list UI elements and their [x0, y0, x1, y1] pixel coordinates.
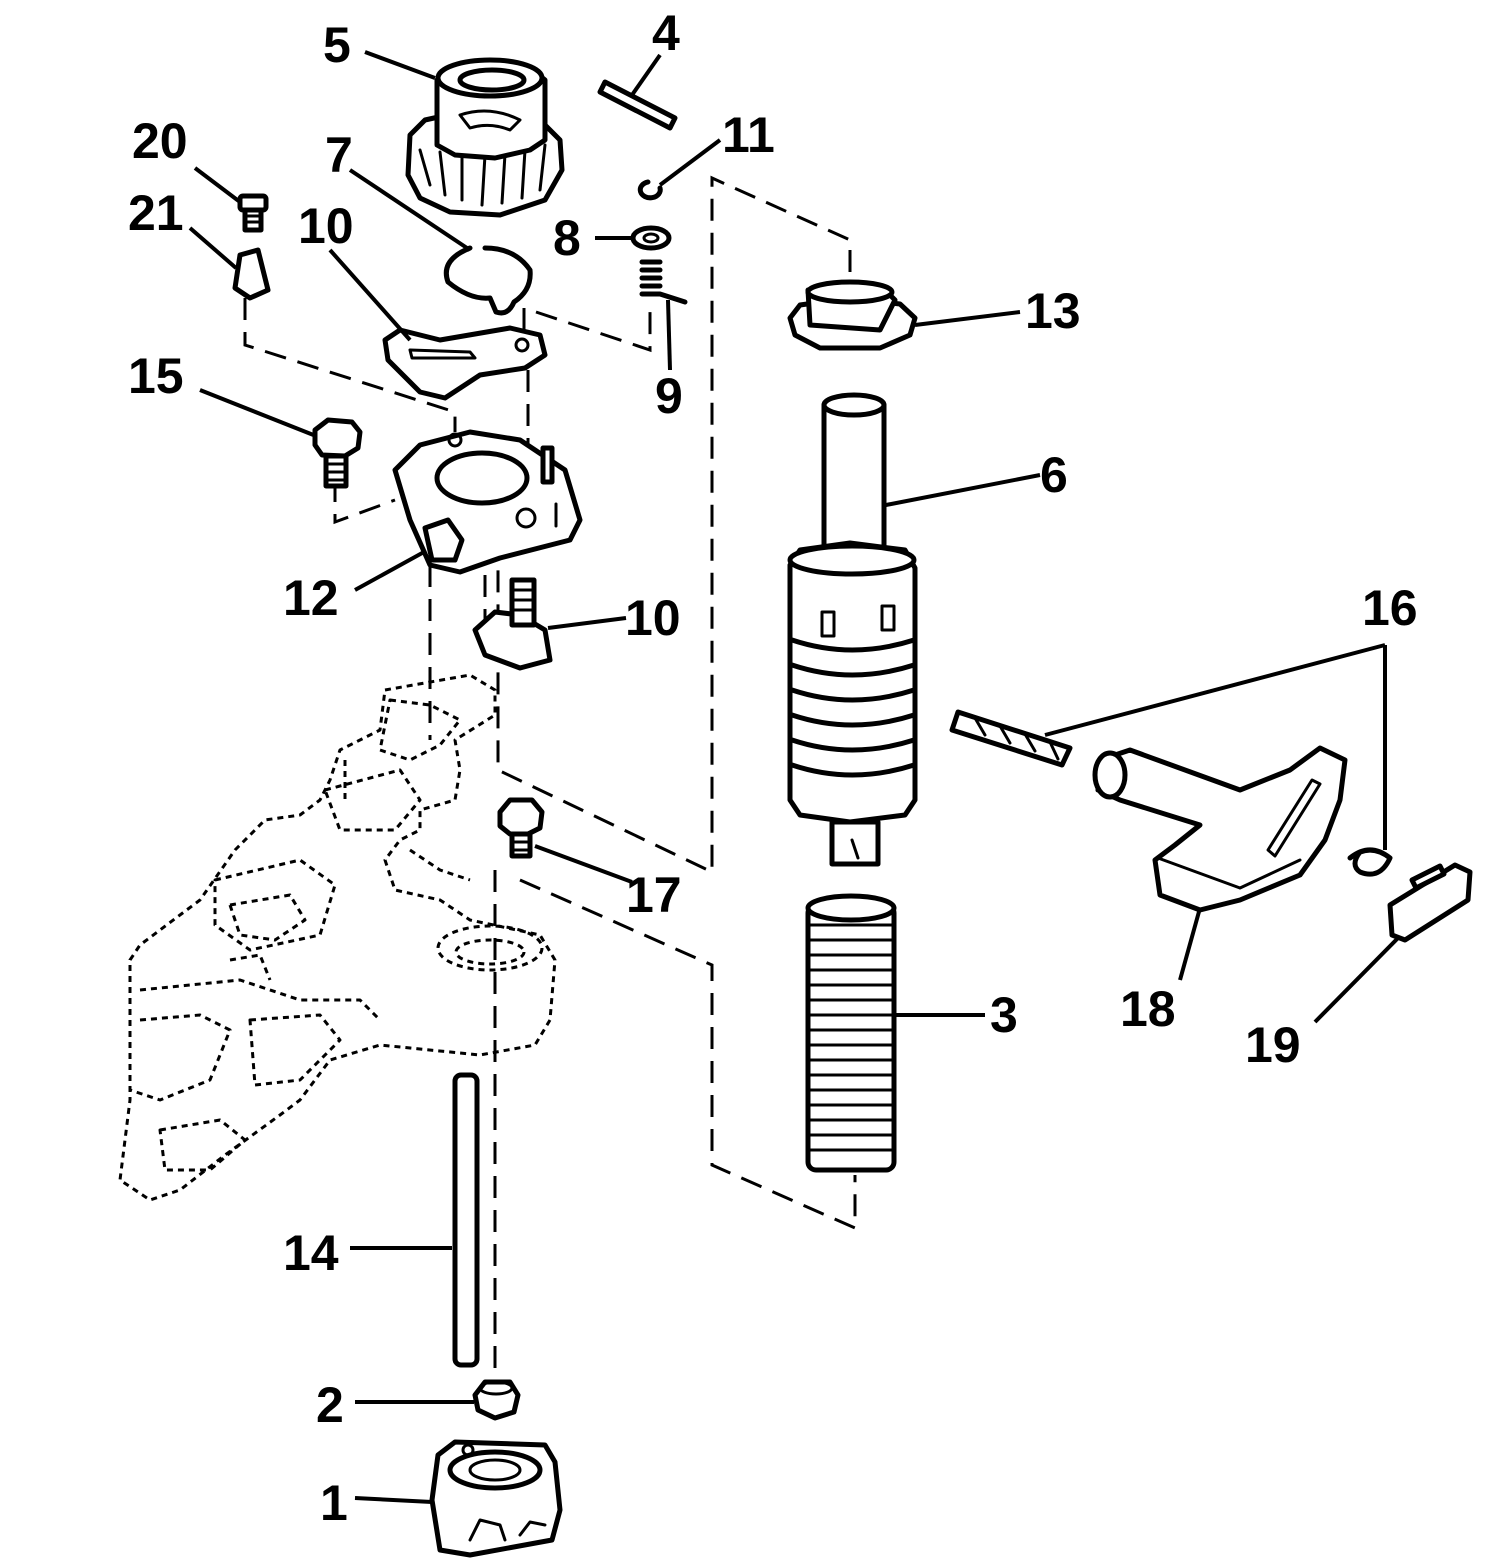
callout-label-18: 18 [1120, 981, 1176, 1037]
handle-insert-part [1387, 862, 1473, 943]
callout-label-15: 15 [128, 348, 184, 404]
cam-lever-part [472, 577, 553, 671]
callout-label-17: 17 [626, 867, 682, 923]
base-mount-part [429, 1439, 563, 1558]
callout-label-20: 20 [132, 113, 188, 169]
small-bushing-part [472, 1379, 521, 1421]
shaft-rod-part [452, 1072, 480, 1368]
callout-label-8: 8 [553, 210, 581, 266]
callout-label-21: 21 [128, 185, 184, 241]
callout-label-6: 6 [1040, 447, 1068, 503]
bracket-plate-part [392, 429, 583, 575]
engine-housing-outline [118, 673, 557, 1202]
callout-label-5: 5 [323, 17, 351, 73]
callout-label-10-upper: 10 [298, 198, 354, 254]
washer-part [630, 225, 672, 251]
starter-pinion-part [405, 57, 565, 218]
callout-label-2: 2 [316, 1377, 344, 1433]
callout-label-3: 3 [990, 987, 1018, 1043]
pin-part [597, 79, 678, 131]
bushing-part [787, 279, 918, 351]
callout-label-9: 9 [655, 368, 683, 424]
callout-label-13: 13 [1025, 283, 1081, 339]
spring-clip-part [443, 245, 533, 316]
callout-labels: 1 2 3 4 5 6 7 8 9 10 10 11 12 13 14 15 1… [128, 5, 1418, 1531]
retaining-ring-part [637, 179, 663, 201]
leader-lines [188, 50, 1400, 1504]
callout-label-16: 16 [1362, 580, 1418, 636]
callout-label-4: 4 [652, 5, 680, 61]
recoil-spring-part [805, 893, 897, 1173]
starter-spindle-part [787, 392, 918, 867]
assembly-guide-lines [243, 175, 857, 1370]
callout-label-12: 12 [283, 570, 339, 626]
callout-label-7: 7 [325, 127, 353, 183]
callout-label-1: 1 [320, 1475, 348, 1531]
spring-small-part [639, 259, 688, 305]
bolt-large-part [312, 417, 363, 489]
callout-label-11: 11 [722, 107, 775, 163]
starter-rope-part [949, 709, 1393, 877]
callout-label-10-lower: 10 [625, 590, 681, 646]
screw-small-part [237, 193, 269, 233]
starter-handle-part [1092, 745, 1348, 913]
callout-label-14: 14 [283, 1225, 339, 1281]
lever-upper-part [382, 325, 548, 401]
bolt-small-part [497, 797, 545, 859]
clip-part [232, 247, 271, 301]
callout-label-19: 19 [1245, 1017, 1301, 1073]
